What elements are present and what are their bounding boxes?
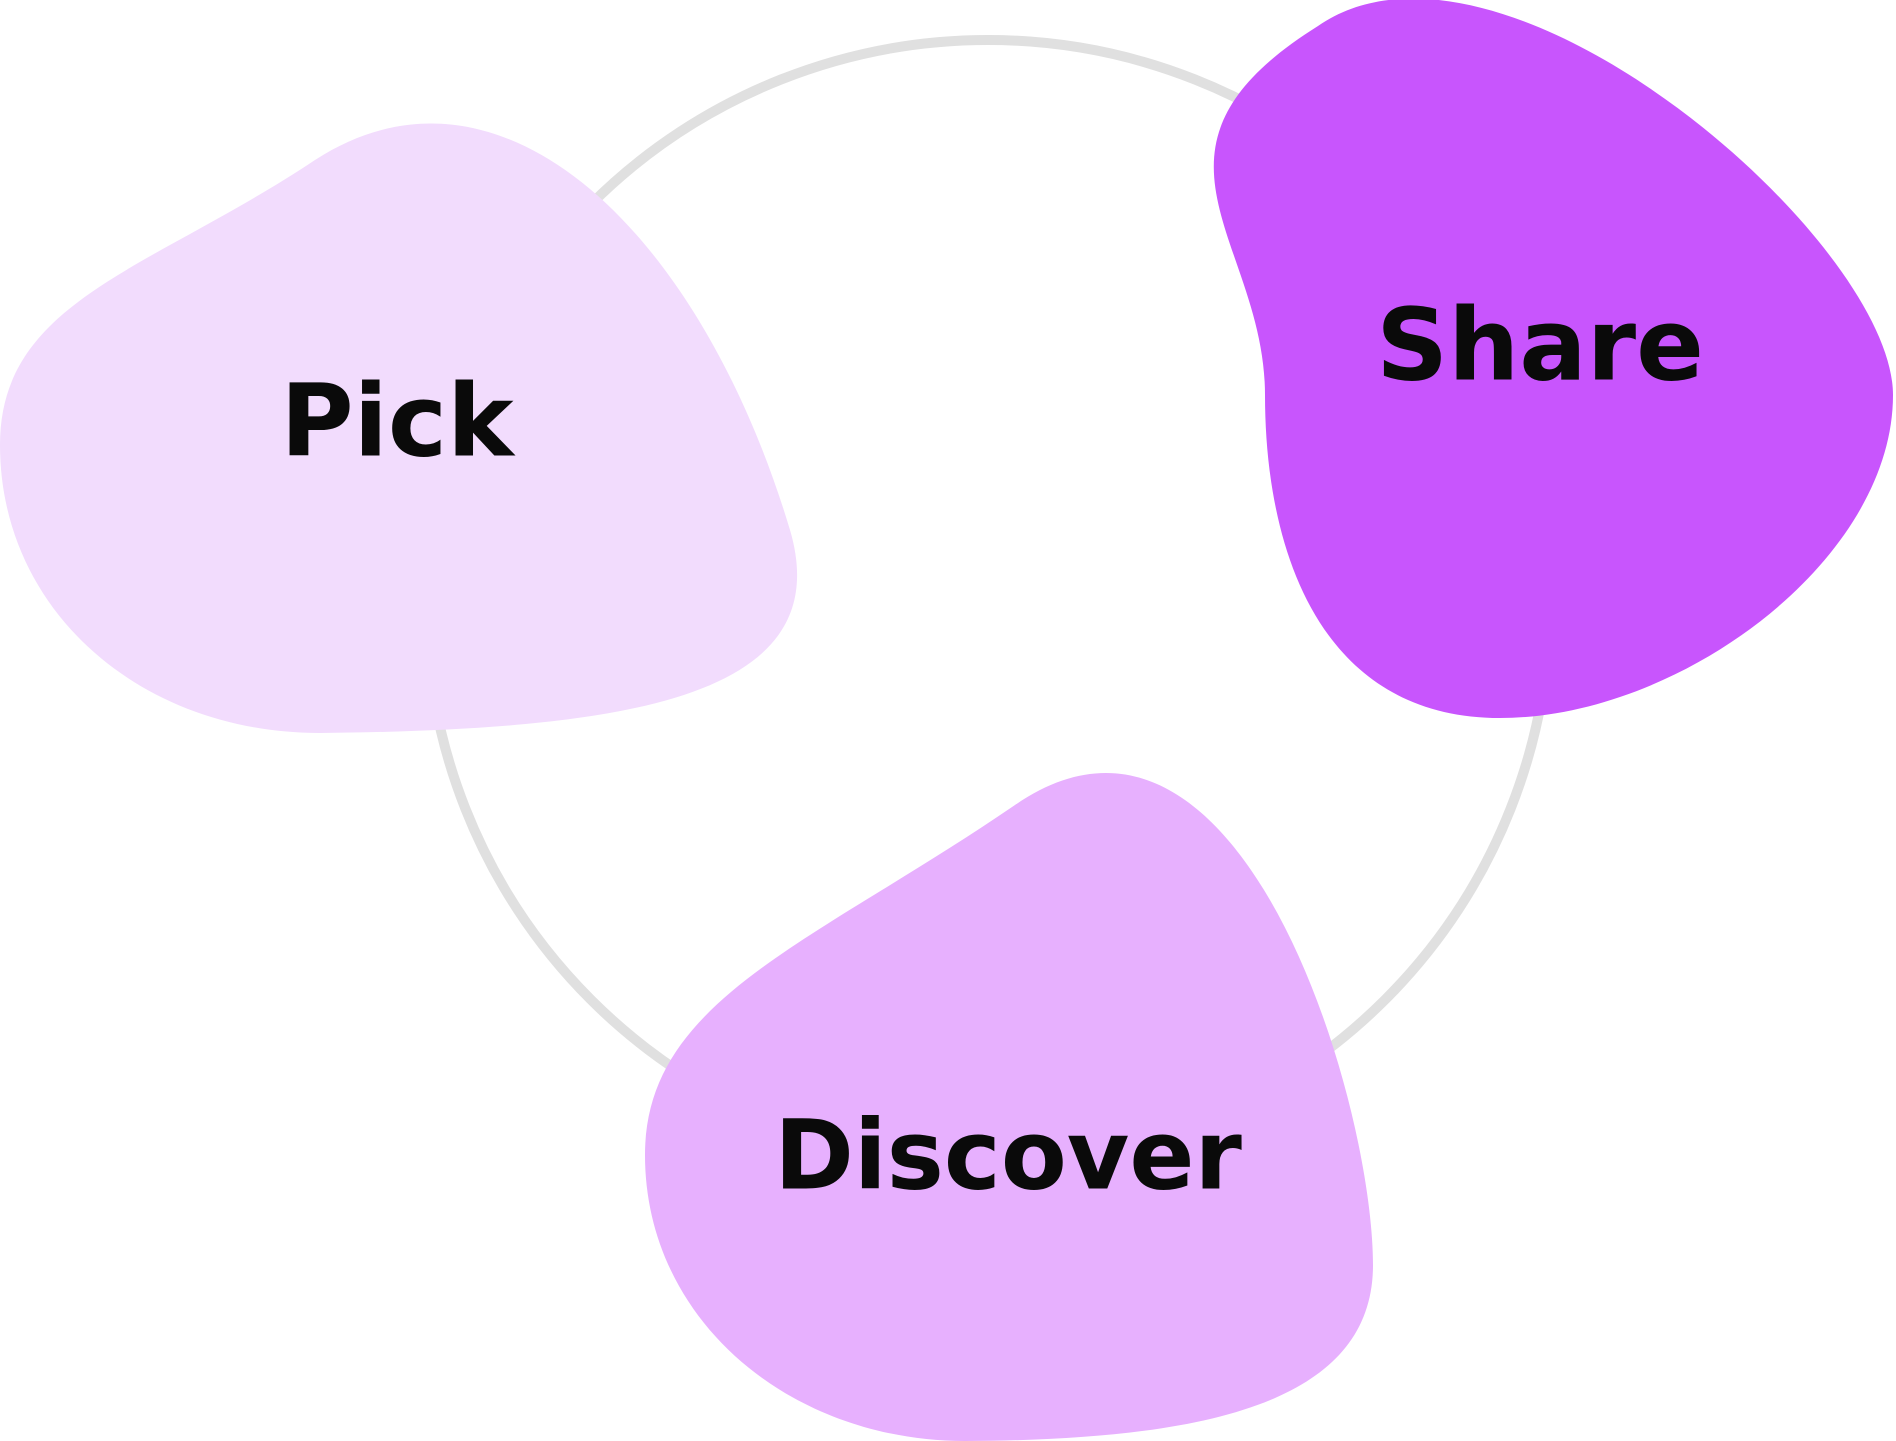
share-label: Share [1376,286,1704,403]
discover-label: Discover [774,1099,1242,1211]
discover-blob[interactable] [645,773,1373,1441]
share-blob[interactable] [1213,0,1893,718]
pick-label: Pick [280,362,516,479]
pick-blob[interactable] [0,123,798,733]
